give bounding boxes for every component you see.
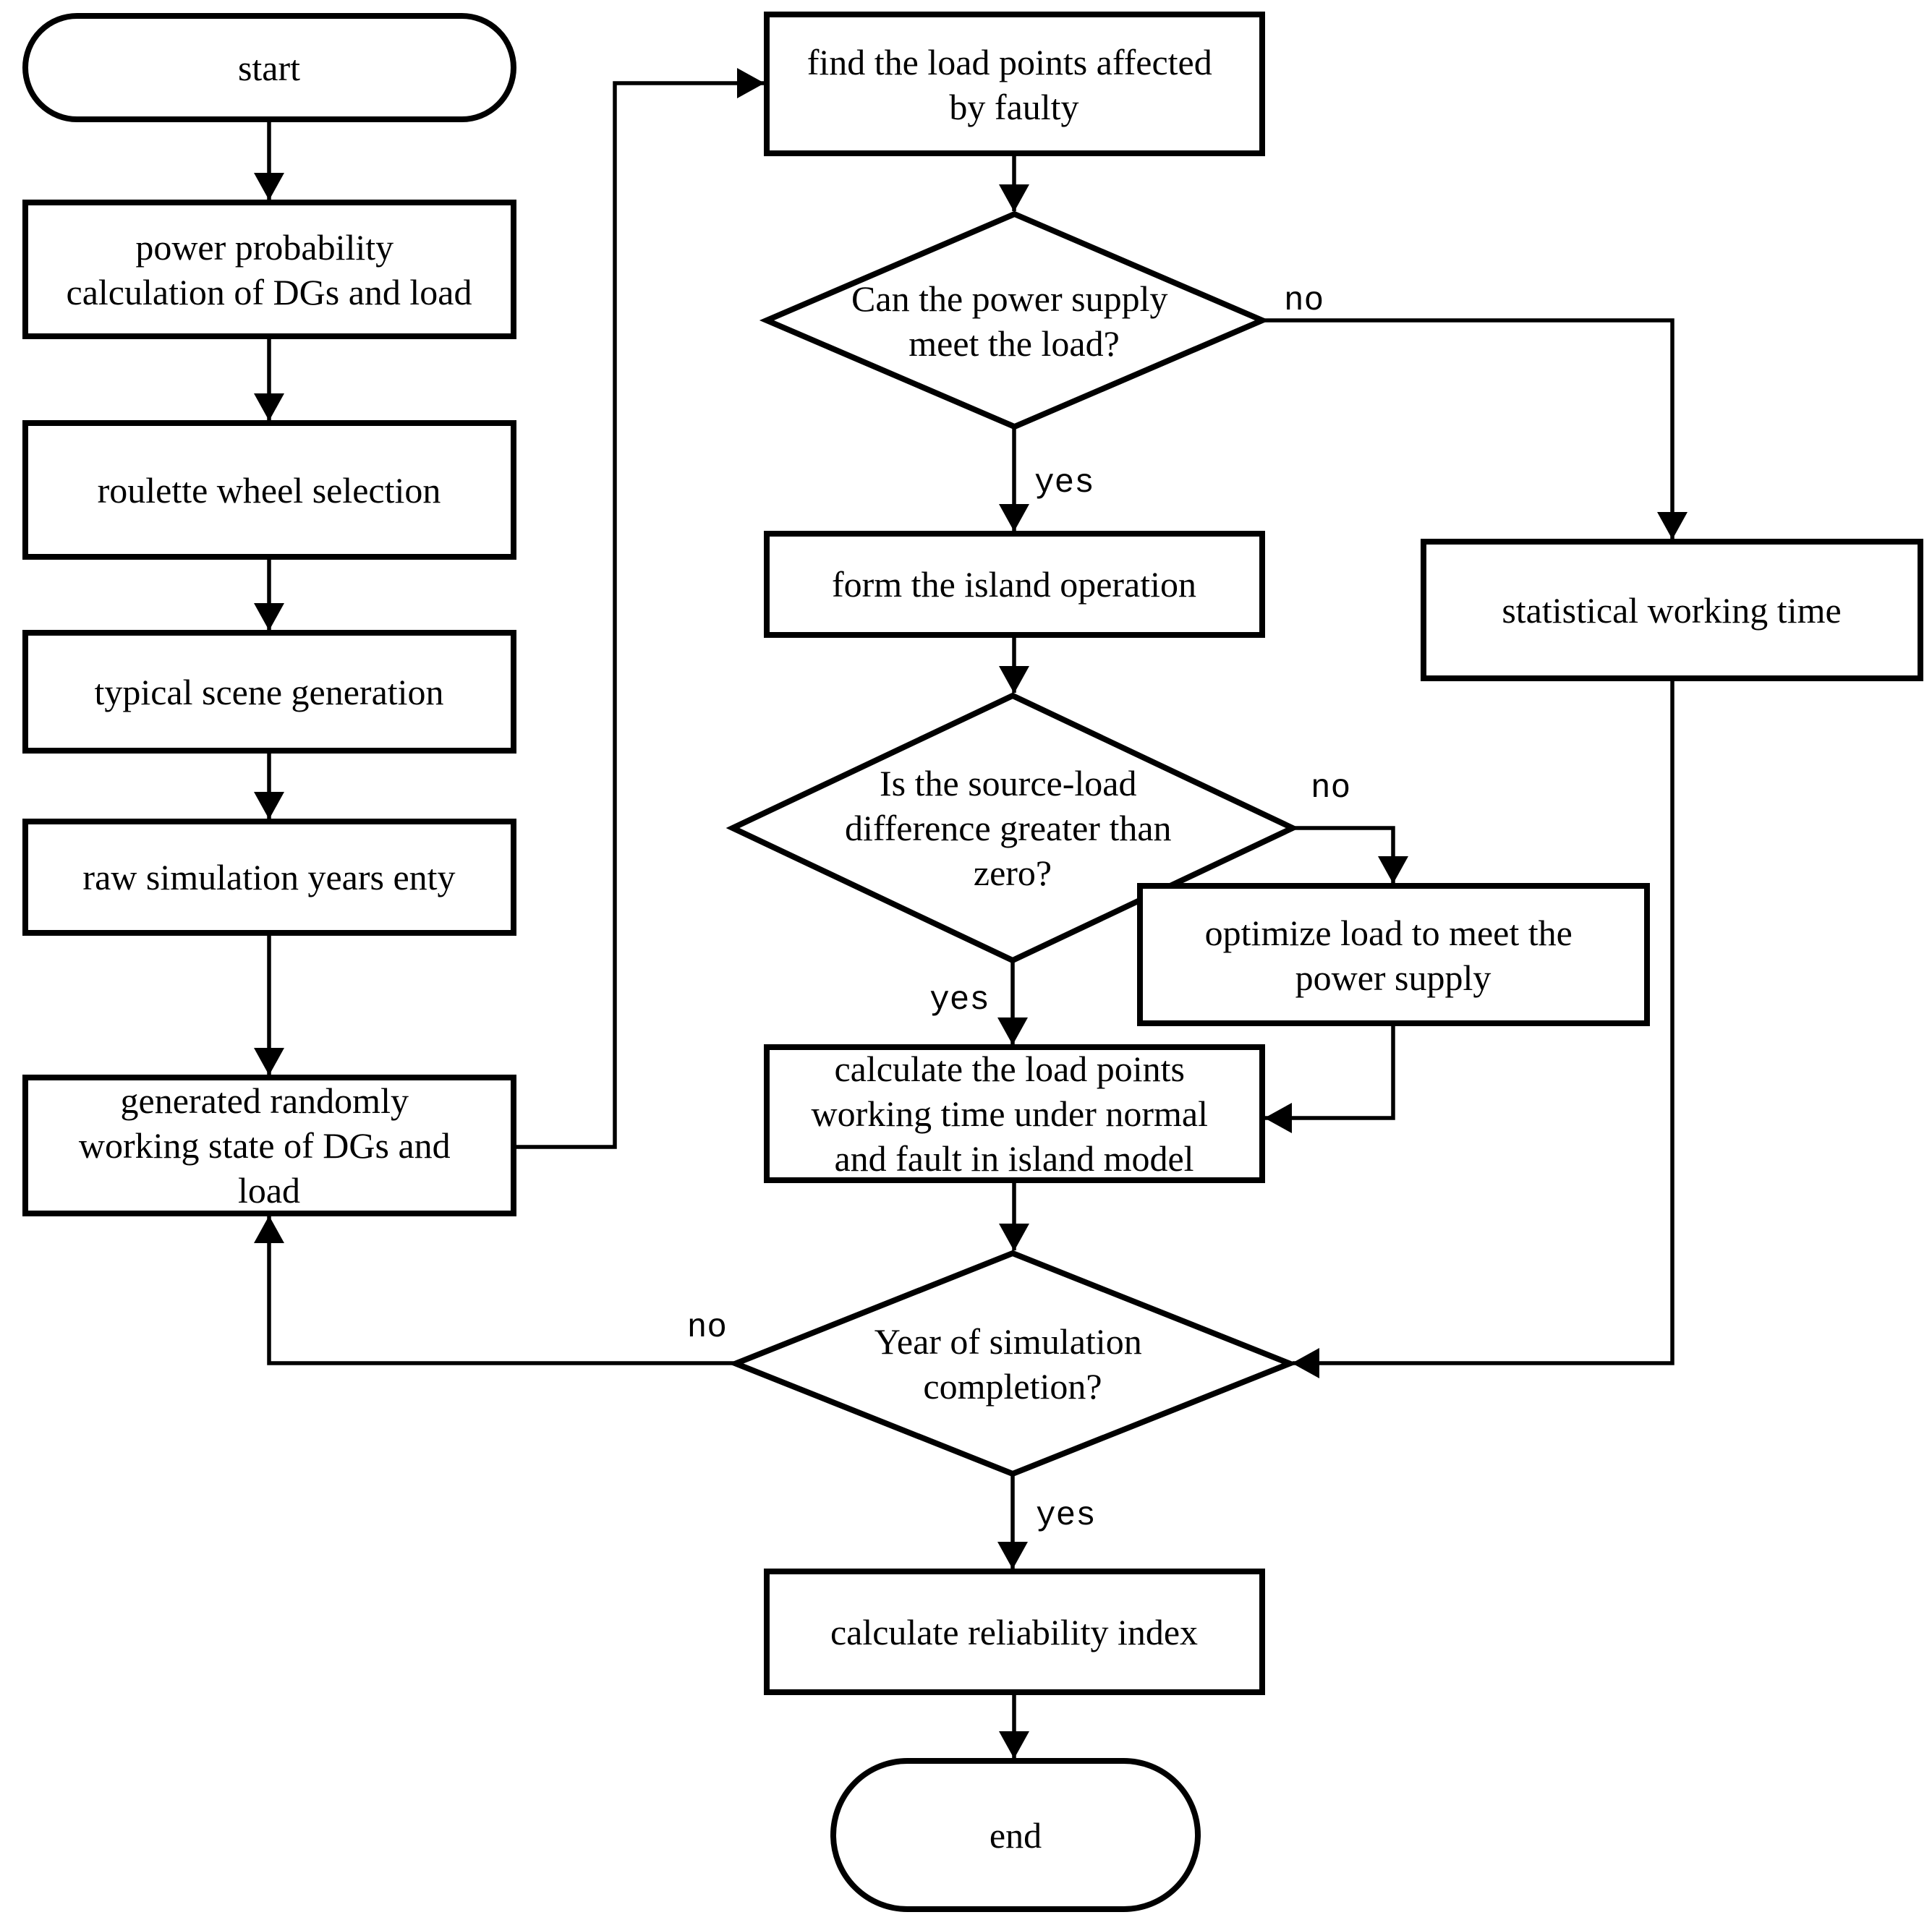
edge-source-load-no-to-optimize-load (1293, 826, 1408, 884)
start-terminator (22, 13, 516, 122)
find-load-label: find the load points affected by faulty (807, 42, 1222, 127)
calc-load-label: calculate the load points working time u… (812, 1049, 1217, 1179)
find-load-box (764, 12, 1265, 156)
year-sim-label: Year of simulation completion? (874, 1321, 1151, 1407)
power-prob-box (22, 200, 516, 339)
source-load-yes-label: yes (929, 981, 990, 1019)
edge-can-supply-no-to-stat-time (1262, 318, 1688, 539)
source-load-no-label: no (1311, 769, 1350, 807)
roulette-box (22, 420, 516, 560)
year-sim-no-label: no (687, 1309, 727, 1347)
optimize-load-label: optimize load to meet the power supply (1205, 913, 1582, 998)
edge-year-sim-no-to-gen-random (254, 1216, 736, 1365)
raw-sim-label: raw simulation years enty (82, 857, 455, 897)
year-sim-diamond (728, 1250, 1298, 1477)
can-supply-yes-label: yes (1034, 464, 1094, 502)
nodes-group (22, 12, 1923, 1912)
typical-scene-label: typical scene generation (94, 672, 443, 712)
edge-stat-time-to-year-sim (1292, 678, 1674, 1378)
year-sim-yes-label: yes (1036, 1497, 1096, 1535)
edge-optimize-load-to-calc-load (1264, 1023, 1395, 1133)
start-label: start (238, 48, 300, 88)
can-supply-no-label: no (1284, 282, 1324, 320)
stat-time-box (1421, 539, 1923, 681)
can-supply-label: Can the power supply meet the load? (851, 278, 1177, 364)
end-label: end (990, 1815, 1042, 1856)
edge-gen-random-to-find-load (514, 68, 765, 1149)
calc-load-box (764, 1044, 1265, 1183)
edge-labels-group: no yes no yes no yes (687, 282, 1350, 1535)
gen-random-box (22, 1075, 516, 1216)
node-labels-group: start power probability calculation of D… (67, 42, 1842, 1856)
edges-group (254, 68, 1688, 1759)
can-supply-diamond (759, 210, 1270, 430)
calc-rel-box (764, 1569, 1265, 1695)
source-load-label: Is the source-load difference greater th… (845, 763, 1180, 893)
gen-random-label: generated randomly working state of DGs … (79, 1080, 459, 1211)
raw-sim-box (22, 819, 516, 936)
form-island-box (764, 531, 1265, 638)
form-island-label: form the island operation (832, 564, 1196, 605)
roulette-label: roulette wheel selection (98, 470, 441, 511)
stat-time-label: statistical working time (1502, 590, 1841, 631)
calc-rel-label: calculate reliability index (830, 1612, 1198, 1652)
typical-scene-box (22, 630, 516, 754)
power-prob-label: power probability calculation of DGs and… (67, 227, 472, 312)
optimize-load-box (1137, 883, 1650, 1026)
end-terminator (830, 1758, 1201, 1912)
